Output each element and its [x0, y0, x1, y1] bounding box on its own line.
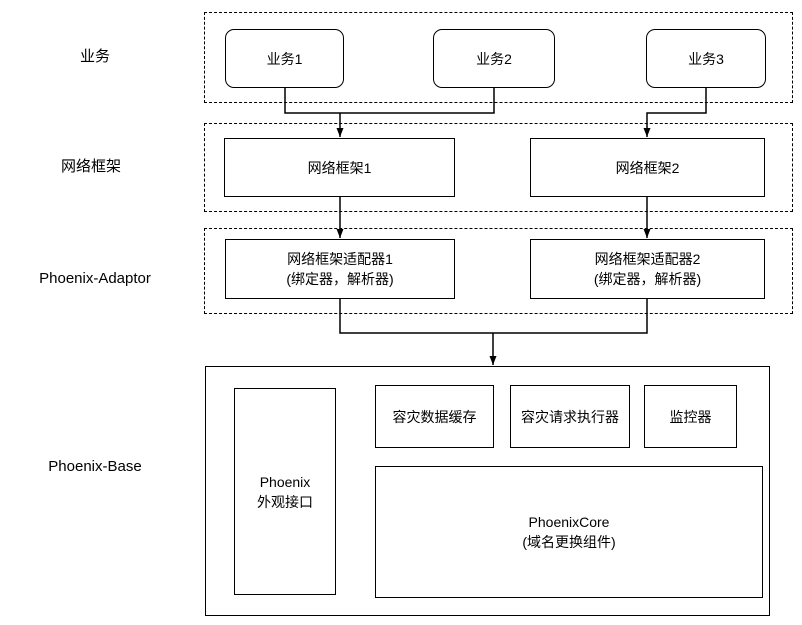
node-disaster-executor: 容灾请求执行器 [510, 385, 630, 448]
node-monitor: 监控器 [644, 385, 737, 448]
node-framework-2-label: 网络框架2 [615, 159, 680, 176]
node-business-2-label: 业务2 [476, 50, 512, 67]
node-adaptor-2: 网络框架适配器2 (绑定器，解析器) [530, 239, 765, 299]
node-adaptor-1: 网络框架适配器1 (绑定器，解析器) [225, 239, 455, 299]
node-disaster-executor-label: 容灾请求执行器 [521, 408, 619, 425]
adaptor-layer-container [204, 228, 793, 314]
business-layer-container [204, 12, 793, 103]
node-framework-1: 网络框架1 [224, 138, 455, 197]
node-business-1-label: 业务1 [266, 50, 303, 67]
node-business-1: 业务1 [225, 29, 344, 88]
row-label-phoenix-adaptor: Phoenix-Adaptor [39, 270, 151, 287]
node-adaptor-1-subtitle: (绑定器，解析器) [286, 271, 394, 287]
node-framework-2: 网络框架2 [530, 138, 765, 197]
framework-layer-container [204, 123, 793, 212]
node-phoenix-core-title: PhoenixCore [528, 514, 610, 530]
node-phoenix-core: PhoenixCore (域名更换组件) [375, 466, 763, 598]
node-phoenix-facade-line1: Phoenix [259, 473, 311, 490]
node-monitor-label: 监控器 [669, 408, 712, 425]
node-disaster-cache: 容灾数据缓存 [375, 385, 494, 448]
node-disaster-cache-label: 容灾数据缓存 [392, 408, 477, 425]
node-phoenix-core-subtitle: (域名更换组件) [522, 534, 616, 550]
node-business-3-label: 业务3 [688, 50, 724, 67]
node-phoenix-facade: Phoenix 外观接口 [234, 388, 336, 595]
node-business-2: 业务2 [433, 29, 555, 88]
node-adaptor-1-title: 网络框架适配器1 [287, 251, 393, 267]
node-business-3: 业务3 [646, 29, 766, 88]
node-adaptor-2-title: 网络框架适配器2 [594, 251, 701, 267]
row-label-framework: 网络框架 [60, 158, 121, 175]
node-framework-1-label: 网络框架1 [307, 159, 372, 176]
row-label-phoenix-base: Phoenix-Base [48, 458, 142, 475]
node-adaptor-2-subtitle: (绑定器，解析器) [593, 271, 702, 287]
node-phoenix-facade-line2: 外观接口 [257, 493, 313, 510]
row-label-business: 业务 [79, 48, 110, 65]
